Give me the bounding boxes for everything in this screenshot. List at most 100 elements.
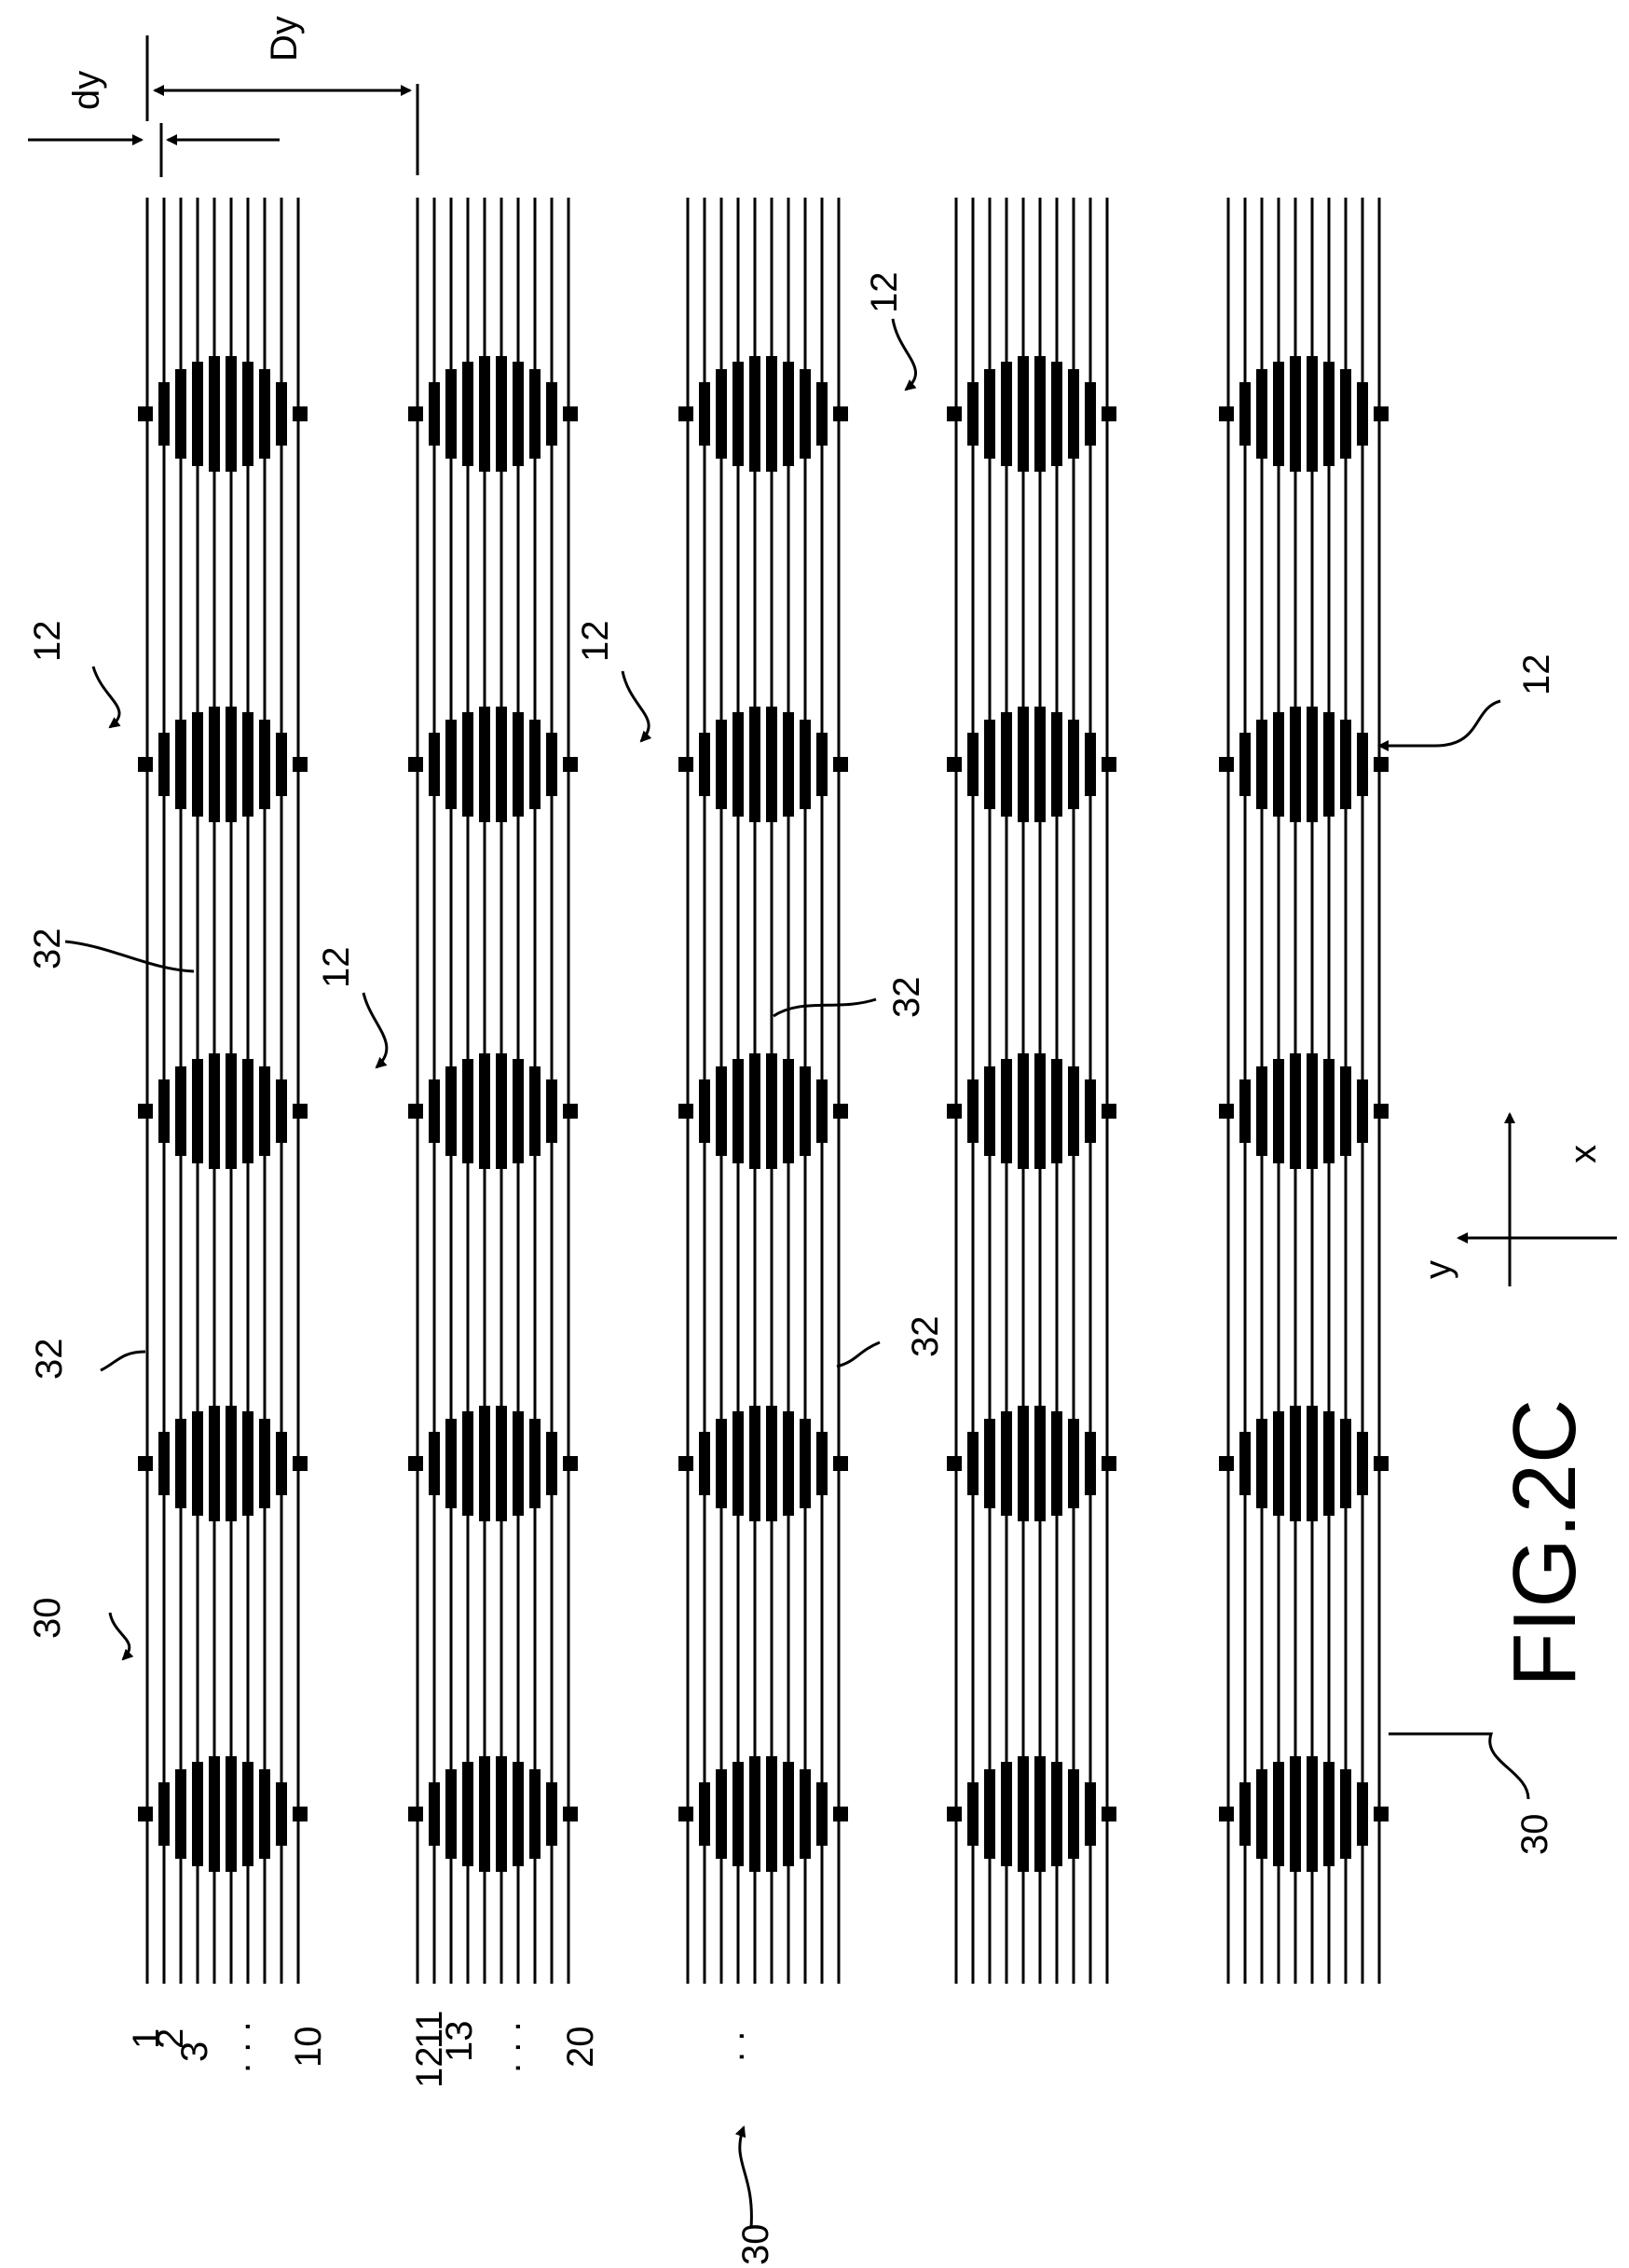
dot-stub-left	[408, 1456, 423, 1471]
dot-stub-right	[293, 1104, 308, 1119]
dot-bar	[175, 1769, 186, 1859]
dot-bar	[1273, 1059, 1284, 1163]
dot-bar	[783, 1059, 794, 1163]
dot-stub-right	[293, 757, 308, 772]
dot-bar	[816, 1079, 828, 1143]
dot-bar	[276, 733, 287, 796]
dot-bar	[192, 712, 203, 817]
dot-bar	[1001, 362, 1012, 466]
axis-y-label: y	[1417, 1260, 1458, 1279]
axis-x-label: x	[1563, 1145, 1604, 1163]
dot-bar	[1001, 1762, 1012, 1866]
dot-stub-right	[563, 1456, 578, 1471]
dot-bar	[1273, 1762, 1284, 1866]
dot-bar	[800, 369, 811, 459]
dot-bar	[479, 1406, 490, 1521]
dot-stub-right	[833, 406, 848, 421]
dot-bar	[1018, 356, 1029, 472]
dot-bar	[1357, 382, 1368, 446]
dot-bar	[496, 1756, 507, 1872]
dot-bar	[276, 1079, 287, 1143]
dot-bar	[242, 1059, 253, 1163]
dot-bar	[1273, 1411, 1284, 1516]
dot-bar	[242, 712, 253, 817]
ref-12-e: 12	[1516, 654, 1557, 696]
dot-bar	[783, 362, 794, 466]
dot-bar	[766, 1756, 777, 1872]
dot-bar	[429, 733, 440, 796]
dot-stub-left	[678, 757, 693, 772]
dot-bar	[716, 720, 727, 809]
dot-stub-right	[1374, 406, 1389, 421]
dot-bar	[1034, 1756, 1046, 1872]
dot-bar	[699, 1079, 710, 1143]
ref-32-b: 32	[27, 928, 68, 970]
dot-bar	[496, 1053, 507, 1169]
dot-stub-right	[833, 1456, 848, 1471]
dot-bar	[1085, 1079, 1096, 1143]
dot-bar	[242, 1411, 253, 1516]
dot-bar	[546, 1079, 557, 1143]
dot-bar	[984, 1419, 995, 1508]
dot-bar	[1256, 720, 1267, 809]
dot-bar	[192, 362, 203, 466]
dot-bar	[800, 1769, 811, 1859]
dot-stub-right	[563, 1104, 578, 1119]
dot-bar	[242, 362, 253, 466]
dot-bar	[1068, 720, 1079, 809]
dot-bar	[1034, 1053, 1046, 1169]
dot-bar	[1085, 733, 1096, 796]
dot-bar	[462, 1411, 473, 1516]
dot-bar	[1085, 1432, 1096, 1495]
dot-bar	[732, 362, 744, 466]
dot-bar	[1085, 382, 1096, 446]
dot-bar	[1034, 707, 1046, 822]
dot-bar	[462, 1762, 473, 1866]
ref-32-c: 32	[886, 977, 927, 1019]
dot-bar	[749, 1053, 760, 1169]
dot-stub-right	[1102, 406, 1116, 421]
dot-stub-left	[138, 1456, 153, 1471]
dot-stub-left	[678, 1456, 693, 1471]
dot-bar	[699, 733, 710, 796]
dot-bar	[462, 712, 473, 817]
dot-bar	[546, 1782, 557, 1846]
dot-bar	[984, 720, 995, 809]
axes-indicator	[1458, 1114, 1617, 1286]
dot-stub-right	[1374, 757, 1389, 772]
dot-bar	[1307, 356, 1318, 472]
dot-bar	[479, 1053, 490, 1169]
ref-30-top: 30	[27, 1598, 68, 1640]
dot-bar	[766, 1406, 777, 1521]
dot-bar	[800, 1066, 811, 1156]
dot-bar	[732, 1059, 744, 1163]
dot-stub-left	[947, 1456, 962, 1471]
dot-bar	[783, 1411, 794, 1516]
dot-bar	[732, 712, 744, 817]
dot-stub-right	[1374, 1807, 1389, 1821]
ref-12-b: 12	[316, 947, 357, 989]
dot-bar	[445, 720, 457, 809]
dot-bar	[1051, 712, 1062, 817]
dot-bar	[1307, 1053, 1318, 1169]
dot-stub-left	[1219, 757, 1234, 772]
dot-bar	[496, 707, 507, 822]
dot-stub-left	[1219, 406, 1234, 421]
dot-bar	[226, 356, 237, 472]
ref-12-a: 12	[27, 621, 68, 663]
dot-bar	[1357, 1782, 1368, 1846]
dot-bar	[699, 1782, 710, 1846]
dot-stub-right	[293, 406, 308, 421]
dot-bar	[1068, 1769, 1079, 1859]
dot-bar	[513, 1411, 524, 1516]
dot-bar	[749, 707, 760, 822]
dot-stub-right	[563, 406, 578, 421]
dot-bar	[445, 1419, 457, 1508]
ref-12-d: 12	[864, 272, 905, 314]
dot-bar	[175, 720, 186, 809]
line-strips	[147, 198, 1379, 1984]
dot-bar	[1068, 369, 1079, 459]
dot-bar	[1307, 1406, 1318, 1521]
dot-bar	[816, 1782, 828, 1846]
dot-bar	[259, 369, 270, 459]
